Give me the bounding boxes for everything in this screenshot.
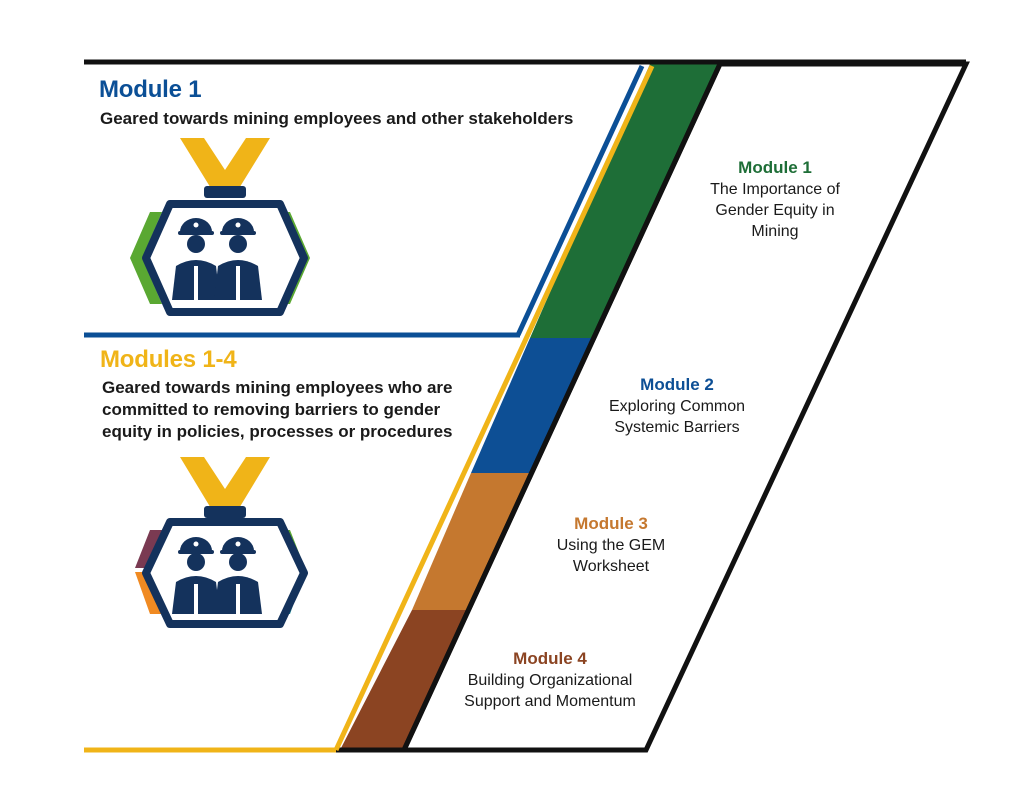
module-1-desc-line: Gender Equity in	[715, 202, 835, 219]
yellow-diagonal	[333, 64, 655, 752]
module-4-label: Module 4 Building Organizational Support…	[435, 648, 665, 712]
audience-1-heading: Module 1	[99, 76, 202, 103]
module-4-desc-line: Building Organizational	[467, 672, 633, 689]
audience-1-description: Geared towards mining employees and othe…	[100, 109, 574, 128]
audience-2-heading: Modules 1-4	[100, 346, 237, 373]
module-1-label: Module 1 The Importance of Gender Equity…	[660, 157, 890, 242]
audience-2-description-line: committed to removing barriers to gender	[102, 400, 441, 419]
module-1-title: Module 1	[738, 158, 812, 177]
module-2-desc-line: Exploring Common	[608, 398, 746, 415]
module-1-desc-line: The Importance of	[710, 181, 840, 198]
medal-workers-icon	[130, 138, 310, 316]
audience-2-description-line: equity in policies, processes or procedu…	[102, 422, 453, 441]
module-2-label: Module 2 Exploring Common Systemic Barri…	[562, 374, 792, 438]
module-2-desc-line: Systemic Barriers	[614, 419, 740, 436]
module-3-desc-line: Worksheet	[572, 558, 650, 575]
audience-2-description-line: Geared towards mining employees who are	[102, 378, 453, 397]
band-module-4	[340, 610, 482, 750]
module-4-title: Module 4	[513, 649, 587, 668]
module-2-title: Module 2	[640, 375, 714, 394]
blue-diagonal	[515, 64, 645, 337]
audience-2-description: Geared towards mining employees who are …	[102, 377, 482, 443]
module-4-desc-line: Support and Momentum	[464, 693, 636, 710]
module-3-title: Module 3	[574, 514, 648, 533]
band-divider-line	[401, 62, 723, 752]
module-1-desc-line: Mining	[751, 223, 799, 240]
band-module-3	[412, 473, 541, 610]
band-module-2	[471, 338, 600, 473]
medal-workers-multicolor-icon	[135, 457, 308, 628]
band-module-1	[530, 64, 720, 338]
module-3-label: Module 3 Using the GEM Worksheet	[496, 513, 726, 577]
module-3-desc-line: Using the GEM	[556, 537, 666, 554]
